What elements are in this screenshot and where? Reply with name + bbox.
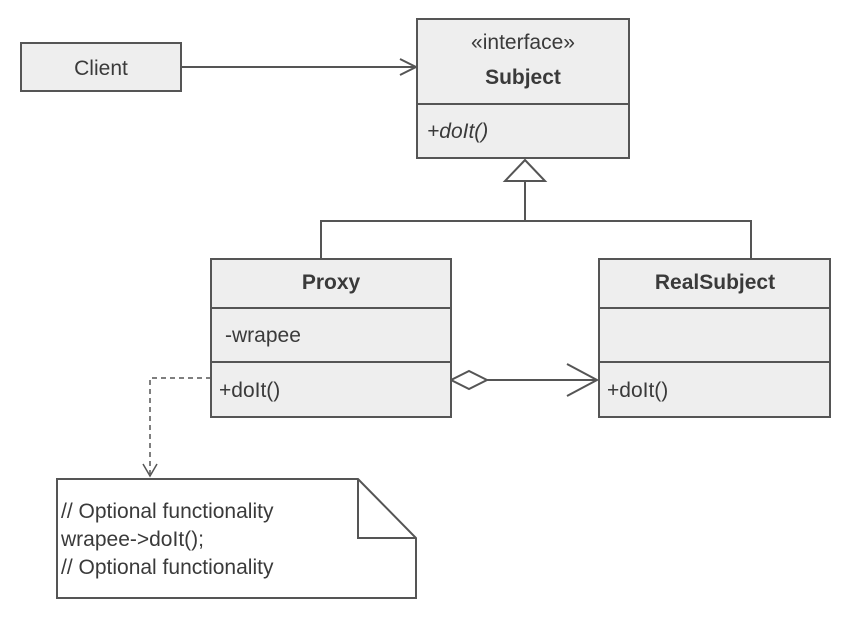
edge-proxy-realsubject (448, 363, 600, 397)
realization-triangle-icon (502, 158, 548, 182)
realsubject-name: RealSubject (655, 271, 775, 294)
aggregation-diamond-icon (448, 369, 490, 391)
edge-note (142, 377, 211, 478)
proxy-method: +doIt() (219, 379, 280, 402)
proxy-name: Proxy (302, 271, 361, 294)
proxy-class-box[interactable]: Proxy -wrapee +doIt() (210, 258, 452, 418)
subject-name: Subject (485, 66, 561, 89)
client-label: Client (74, 57, 128, 80)
proxy-field: -wrapee (225, 324, 301, 347)
note-line-1: // Optional functionality (61, 500, 274, 523)
note-line-2: wrapee->doIt(); (60, 528, 204, 551)
realsubject-method: +doIt() (607, 379, 668, 402)
subject-method: +doIt() (427, 120, 488, 143)
note-line-3: // Optional functionality (61, 556, 274, 579)
edge-client-subject (181, 58, 419, 76)
subject-interface-box[interactable]: «interface» Subject +doIt() (416, 18, 630, 159)
subject-stereotype: «interface» (471, 31, 575, 54)
client-box[interactable]: Client (20, 42, 182, 92)
note-box[interactable]: // Optional functionality wrapee->doIt()… (56, 478, 417, 599)
realsubject-class-box[interactable]: RealSubject +doIt() (598, 258, 831, 418)
edge-realization (320, 158, 752, 259)
